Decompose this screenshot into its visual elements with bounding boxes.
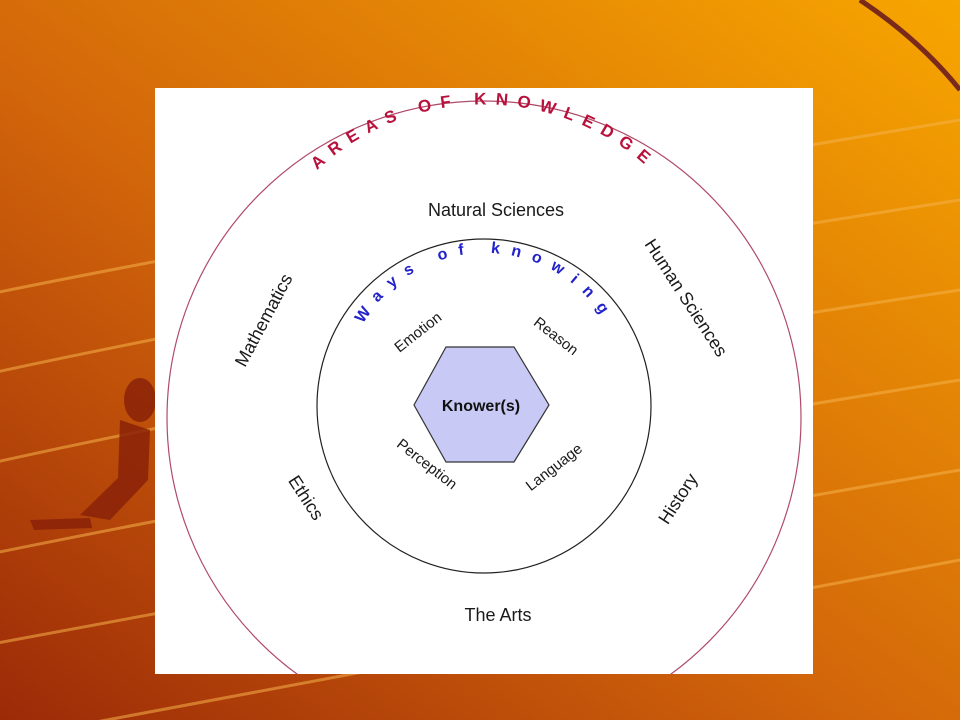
corner-stripe [858, 0, 960, 92]
areas-of-knowledge-title: AREAS OF KNOWLEDGE [307, 89, 661, 173]
inner-circle [316, 238, 652, 574]
aok-human-sciences: Human Sciences [641, 235, 732, 360]
aok-mathematics: Mathematics [231, 270, 297, 369]
areas-of-knowledge-title-text: AREAS OF KNOWLEDGE [307, 89, 652, 173]
diagram-panel: AREAS OF KNOWLEDGE Ways of knowing Natur… [155, 88, 813, 674]
runner-silhouette-icon [30, 378, 156, 530]
ways-of-knowing-title-text: Ways of knowing [352, 240, 607, 326]
wok-emotion: Emotion [391, 309, 445, 356]
wok-language: Language [523, 440, 586, 494]
aok-ethics: Ethics [284, 472, 327, 524]
tok-diagram: AREAS OF KNOWLEDGE Ways of knowing Natur… [166, 89, 802, 674]
wok-reason: Reason [530, 314, 581, 359]
knower-label: Knower(s) [442, 398, 520, 415]
knower-hexagon [413, 346, 550, 463]
ways-of-knowing-title: Ways of knowing [352, 240, 618, 326]
aok-natural-sciences: Natural Sciences [428, 200, 564, 220]
aok-history: History [654, 470, 701, 528]
aok-the-arts: The Arts [464, 605, 531, 625]
outer-circle [166, 100, 802, 674]
